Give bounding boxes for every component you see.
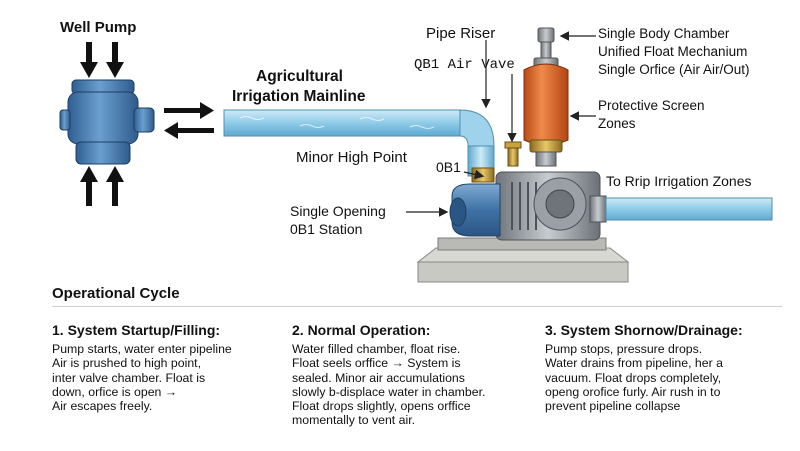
step-1-line: Air is prushed to high point, [52,356,202,371]
step-1-line: down, orfice is open → [52,384,178,399]
step-3-line: vacuum. Float drops completely, [545,370,722,385]
step-1-title: 1. System Startup/Filling: [52,322,221,338]
step-3-line: Water drains from pipeline, her a [545,356,723,371]
diagram-artwork [59,27,773,283]
step-2-line: sealed. Minor air accumulations [292,370,465,385]
step-2-line: momentally to vent air. [292,413,416,428]
up-arrows-icon [80,166,124,206]
mainline-pipe [223,109,495,177]
well-pump-label: Well Pump [60,19,137,36]
step-2-title: 2. Normal Operation: [292,322,431,338]
step-3-line: openg orofice furly. Air rush in to [545,384,721,399]
pump-station-base [416,237,630,283]
step-3-line: Pump stops, pressure drops. [545,342,703,356]
single-opening-label-line2: 0B1 Station [290,221,363,237]
callout-leaders [406,31,596,217]
step-1-line: Air escapes freely. [52,399,153,414]
step-2-line: Float seels orffice → System is [292,356,461,371]
screen-label-line2: Zones [598,116,636,131]
minor-high-point-label: Minor High Point [296,149,407,166]
step-1-line: inter valve chamber. Float is [52,370,206,385]
step-1-line: Pump starts, water enter pipeline [52,342,232,356]
step-2-line: slowly b-displace water in chamber. [292,384,486,399]
cycle-title: Operational Cycle [52,285,180,302]
pump-motor-unit [449,171,607,241]
mainline-label-line2: Irrigation Mainline [232,88,366,105]
screen-label-line1: Protective Screen [598,98,705,113]
outlet-pipe [605,197,773,221]
chamber-label-line1: Single Body Chamber [598,26,730,41]
step-2-line: Float drops slightly, opens orffice [292,399,471,414]
chamber-label-line2: Unified Float Mechanium [598,44,748,59]
step-2-line: Water filled chamber, float rise. [292,342,461,356]
qb1-valve-label: QB1 Air Vave [414,57,515,73]
step-3-title: 3. System Shornow/Drainage: [545,322,743,338]
well-pump-illustration [59,42,155,206]
chamber-label-line3: Single Orfice (Air Air/Out) [598,62,750,77]
drip-zones-label: To Rrip Irrigation Zones [606,173,752,189]
mainline-label-line1: Agricultural [256,68,343,85]
pipe-riser-label: Pipe Riser [426,25,496,42]
bidirectional-flow-arrows-icon [164,102,214,139]
section-divider [52,306,782,307]
cycle-step-1: 1. System Startup/Filling: Pump starts, … [52,322,292,413]
step-3-line: prevent pipeline collapse [545,399,681,414]
ob1-label: 0B1 [436,159,461,175]
down-arrows-icon [80,42,124,78]
cycle-step-2: 2. Normal Operation: Water filled chambe… [292,322,532,428]
single-opening-label-line1: Single Opening [290,203,386,219]
cycle-step-3: 3. System Shornow/Drainage: Pump stops, … [545,322,785,413]
air-valve-chamber [523,27,569,167]
